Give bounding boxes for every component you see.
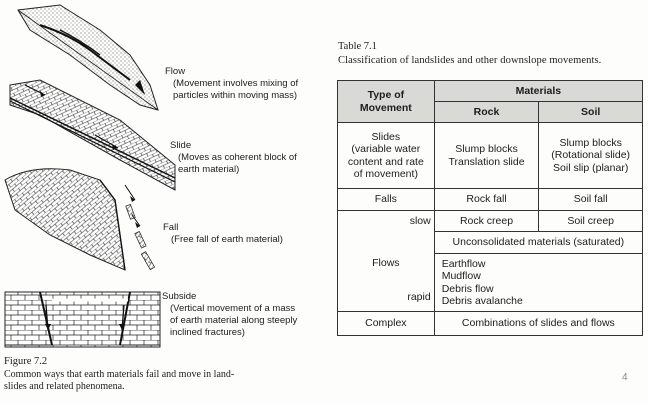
flows-slow-label: slow: [409, 215, 431, 227]
flow-type-debris-flow: Debris flow: [441, 282, 494, 295]
figure-number: Figure 7.2: [4, 356, 48, 367]
flow-type-mudflow: Mudflow: [441, 270, 481, 282]
soil-creep-cell: Soil creep: [538, 210, 643, 232]
subside-label-desc-2: of earth material along steeply: [170, 315, 298, 326]
flows-type-cell: Flows rapid: [337, 231, 435, 312]
falls-rock-cell: Rock fall: [433, 188, 540, 211]
type-header-line-2: Movement: [359, 101, 412, 114]
fall-diagram: [4, 168, 156, 271]
subside-diagram: [4, 291, 161, 348]
flows-slow-cell: slow: [337, 210, 435, 232]
classification-table: Type of Movement Materials Rock Soil Sli…: [337, 80, 644, 336]
flow-diagram: [17, 4, 159, 111]
slides-soil-line-3: Soil slip (planar): [553, 161, 629, 174]
flows-rapid-label: rapid: [407, 291, 431, 304]
slides-type-line-3: content and rate: [347, 155, 424, 168]
flow-type-earthflow: Earthflow: [441, 257, 486, 270]
flow-label-desc-1: (Movement involves mixing of: [173, 78, 299, 89]
rock-header: Rock: [433, 101, 540, 123]
falls-type-cell: Falls: [337, 188, 435, 211]
table-number: Table 7.1: [338, 41, 377, 52]
subside-label: Subside (Vertical movement of a mass of …: [162, 291, 297, 339]
type-of-movement-header: Type of Movement: [337, 80, 435, 123]
slides-type-cell: Slides (variable water content and rate …: [337, 122, 435, 189]
flow-type-debris-avalanche: Debris avalanche: [441, 295, 523, 307]
table-caption: Classification of landslides and other d…: [338, 55, 602, 66]
fall-label-desc-1: (Free fall of earth material): [171, 234, 283, 245]
fall-label: Fall (Free fall of earth material): [163, 222, 283, 246]
soil-header: Soil: [538, 101, 643, 123]
subside-label-title: Subside: [162, 291, 197, 302]
rock-creep-cell: Rock creep: [433, 210, 540, 232]
flow-label-desc-2: particles within moving mass): [173, 90, 298, 101]
slides-type-line-2: (variable water: [351, 143, 421, 155]
subside-label-desc-3: inclined fractures): [170, 327, 245, 338]
materials-header: Materials: [433, 80, 644, 102]
unconsolidated-cell: Unconsolidated materials (saturated): [433, 231, 644, 254]
fall-label-title: Fall: [163, 222, 179, 233]
slides-rock-line-1: Slump blocks: [455, 143, 518, 155]
slide-label-desc-1: (Moves as coherent block of: [178, 152, 297, 163]
table-heading: Table 7.1 Classification of landslides a…: [338, 40, 601, 68]
falls-soil-cell: Soil fall: [538, 188, 643, 211]
flows-type-label: Flows: [372, 256, 400, 269]
slide-label: Slide (Moves as coherent block of earth …: [170, 140, 297, 176]
figure-caption-line-1: Common ways that earth materials fail an…: [4, 368, 235, 380]
slides-rock-cell: Slump blocks Translation slide: [433, 122, 540, 189]
slides-soil-line-1: Slump blocks: [559, 136, 622, 149]
slides-type-line-1: Slides: [371, 130, 401, 143]
slide-label-title: Slide: [170, 140, 192, 151]
landslide-types-illustration: [4, 4, 176, 348]
type-header-line-1: Type of: [367, 89, 405, 101]
slides-rock-line-2: Translation slide: [448, 155, 525, 168]
complex-desc-cell: Combinations of slides and flows: [433, 311, 644, 336]
flow-label-title: Flow: [165, 66, 186, 77]
page-number: 4: [622, 372, 628, 383]
flow-label: Flow (Movement involves mixing of partic…: [165, 66, 298, 102]
flow-types-cell: Earthflow Mudflow Debris flow Debris ava…: [433, 253, 644, 312]
slide-diagram: [9, 79, 176, 191]
slides-soil-line-2: (Rotational slide): [551, 149, 631, 162]
figure-caption-line-2: slides and related phenomena.: [4, 381, 125, 392]
slide-label-desc-2: earth material): [178, 164, 240, 175]
complex-type-cell: Complex: [337, 311, 435, 336]
slides-type-line-4: of movement): [353, 168, 418, 180]
figure-caption: Figure 7.2 Common ways that earth materi…: [4, 356, 304, 394]
slides-soil-cell: Slump blocks (Rotational slide) Soil sli…: [538, 122, 643, 189]
subside-label-desc-1: (Vertical movement of a mass: [170, 303, 296, 314]
